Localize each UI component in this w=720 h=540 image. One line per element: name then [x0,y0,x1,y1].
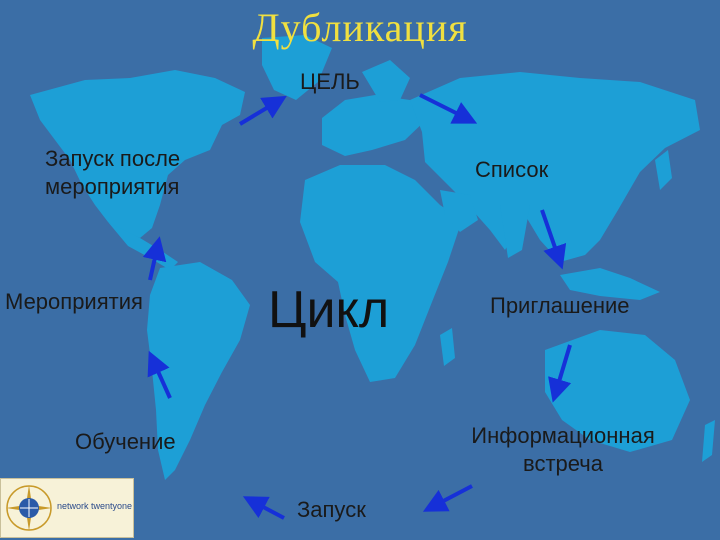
network-logo: network twentyone [0,478,134,538]
invitation-label: Приглашение [490,293,630,318]
events-label: Мероприятия [5,289,143,314]
compass-rose-icon [6,485,52,531]
info-meeting-line1: Информационная [471,423,655,448]
training-label: Обучение [75,429,176,454]
after-event-line1: Запуск после [45,146,181,171]
cycle-center-label: Цикл [268,281,390,339]
info-meeting-line2: встреча [523,451,603,476]
launch-label: Запуск [297,497,366,522]
page-title: Дубликация [252,5,468,50]
goal-label: ЦЕЛЬ [300,69,360,94]
after-event-line2: мероприятия [45,174,180,199]
info-meeting-label: Информационная встреча [433,422,693,478]
after-event-label: Запуск после мероприятия [45,145,180,201]
list-label: Список [475,157,549,182]
logo-text: network twentyone [57,501,133,511]
